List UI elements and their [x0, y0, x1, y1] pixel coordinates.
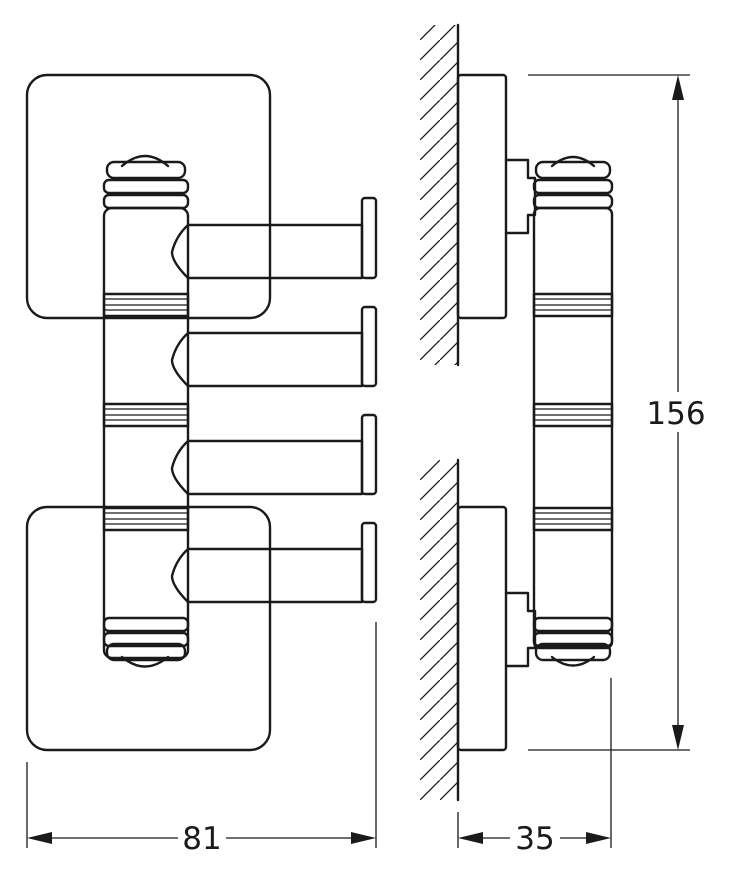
bottom-wall-plate: [25, 505, 272, 752]
swivel-arm-4: [170, 521, 378, 604]
width-label: 81: [182, 821, 221, 857]
front-view: [25, 73, 378, 752]
side-column: [532, 155, 614, 667]
swivel-arm-3: [170, 413, 378, 496]
side-view: [420, 23, 614, 802]
wall-hatching: [420, 23, 460, 802]
top-plate-side: [456, 73, 508, 320]
depth-dimension: 35: [457, 678, 612, 857]
top-wall-plate: [25, 73, 272, 320]
swivel-arm-2: [170, 305, 378, 388]
height-dimension: 156: [528, 74, 710, 751]
height-label: 156: [646, 396, 705, 432]
pivot-column: [102, 154, 190, 668]
width-dimension: 81: [26, 622, 377, 857]
depth-label: 35: [515, 821, 554, 857]
bottom-plate-side: [456, 505, 508, 752]
swivel-arm-1: [170, 196, 378, 280]
